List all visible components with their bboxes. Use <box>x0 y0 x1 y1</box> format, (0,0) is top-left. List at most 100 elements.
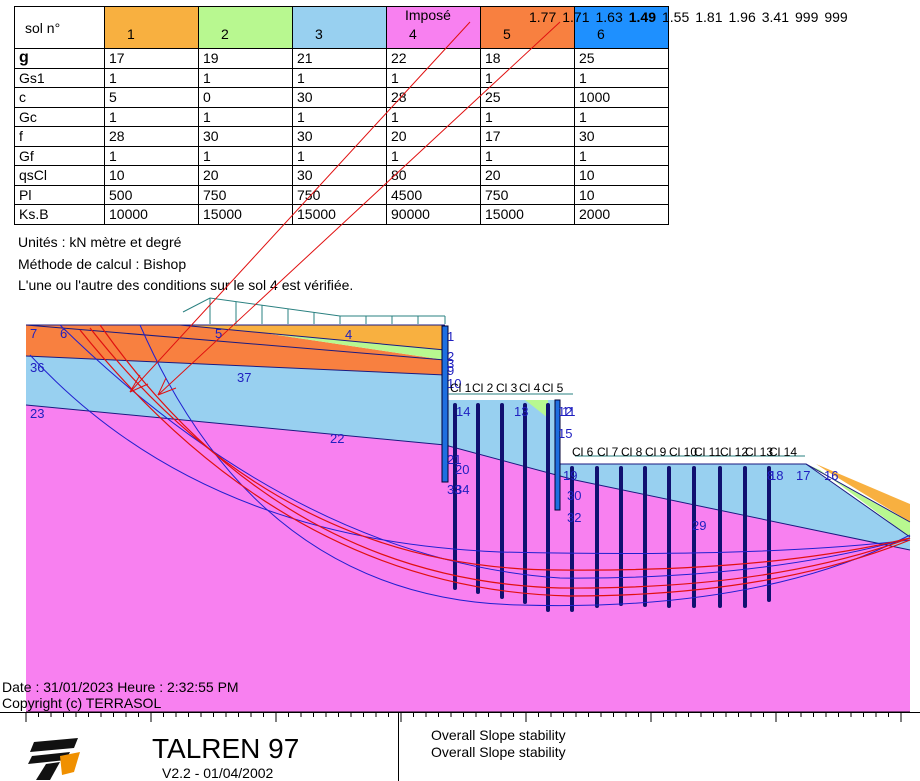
table-cell: 30 <box>292 87 387 108</box>
point-label: 21 <box>447 452 461 467</box>
safety-factor: 1.96 <box>728 9 756 25</box>
point-label: 1 <box>447 329 454 344</box>
point-label: 18 <box>769 468 783 483</box>
critical-safety-factor: 1.49 <box>628 9 656 25</box>
soil-layer-5 <box>26 325 445 375</box>
point-label: 19 <box>563 468 577 483</box>
point-label: 6 <box>60 326 67 341</box>
table-cell: 10000 <box>104 204 199 225</box>
row-label: Ks.B <box>14 204 105 225</box>
table-cell: 19 <box>198 48 293 69</box>
safety-factor: 1.63 <box>595 9 623 25</box>
nail-label: Cl 5 <box>542 381 564 395</box>
soil-header-5: 5 <box>480 6 575 49</box>
soil-header-3: 3 <box>292 6 387 49</box>
run-date: Date : 31/01/2023 Heure : 2:32:55 PM <box>2 679 239 695</box>
nail-label: Cl 13 <box>745 445 773 459</box>
point-label: 5 <box>215 326 222 341</box>
point-label: 9 <box>447 363 454 378</box>
nail-label: Cl 9 <box>645 445 667 459</box>
nail-label: Cl 7 <box>597 445 619 459</box>
point-label: 12 <box>558 404 572 419</box>
point-label: 22 <box>330 431 344 446</box>
point-label: 20 <box>455 462 469 477</box>
nail-label: Cl 6 <box>572 445 594 459</box>
header-label: sol n° <box>25 19 61 36</box>
soil-header-6: 6 <box>574 6 669 49</box>
slip-surfaces <box>29 324 911 607</box>
point-label: 14 <box>456 404 470 419</box>
point-label: 32 <box>567 510 581 525</box>
nail-label: Cl 14 <box>769 445 797 459</box>
slip-circle-red-3 <box>79 329 911 597</box>
soil-layer-3 <box>26 356 910 550</box>
slip-circle-blue-3 <box>29 354 911 554</box>
table-cell: 30 <box>292 165 387 186</box>
imposed-tag: Imposé <box>405 7 451 23</box>
point-label: 17 <box>796 468 810 483</box>
table-header-row: sol n° 1 2 3 Imposé 4 5 6 <box>14 6 669 49</box>
footer-bar: TALREN 97 V2.2 - 01/04/2002 Overall Slop… <box>0 712 920 781</box>
copyright: Copyright (c) TERRASOL <box>2 695 162 711</box>
slip-circle-blue-1 <box>139 324 911 607</box>
header-label-cell: sol n° <box>14 6 105 49</box>
safety-factor: 1.71 <box>562 9 590 25</box>
table-cell: 90000 <box>386 204 481 225</box>
row-label: Gc <box>14 106 105 127</box>
terrasol-logo <box>28 738 80 780</box>
soil-layer-1-right <box>816 464 910 522</box>
layer-boundaries <box>25 324 911 551</box>
surcharge-loads <box>182 297 805 457</box>
soil-header-1: 1 <box>104 6 199 49</box>
table-cell: 17 <box>104 48 199 69</box>
lower-wall <box>554 399 561 511</box>
soil-header-4: Imposé 4 <box>386 6 481 49</box>
nail-label: Cl 8 <box>621 445 643 459</box>
point-label: 4 <box>345 327 352 342</box>
app-title: TALREN 97 <box>152 733 300 764</box>
upper-wall <box>441 325 449 483</box>
table-cell: 15000 <box>480 204 575 225</box>
project-title-2: Overall Slope stability <box>431 744 566 760</box>
nail-label: Cl 10 <box>669 445 697 459</box>
point-label: 10 <box>447 376 461 391</box>
safety-factor: 1.55 <box>662 9 690 25</box>
point-label: 3 <box>447 356 454 371</box>
method-note: Méthode de calcul : Bishop <box>18 256 187 272</box>
nail-label: Cl 3 <box>496 381 518 395</box>
app-version: V2.2 - 01/04/2002 <box>162 765 274 781</box>
point-label: 11 <box>562 404 576 419</box>
point-label: 13 <box>514 404 528 419</box>
project-title-1: Overall Slope stability <box>431 727 566 743</box>
slip-circle-blue-2 <box>59 324 911 579</box>
point-label: 34 <box>455 482 469 497</box>
rotation-center-lines <box>129 21 561 396</box>
slip-circle-red-2 <box>89 327 911 571</box>
table-cell: 15000 <box>198 204 293 225</box>
safety-factor: 999 <box>824 9 848 25</box>
point-label: 29 <box>692 518 706 533</box>
soil-layer-2-bench <box>525 400 548 418</box>
units-note: Unités : kN mètre et degré <box>18 234 182 250</box>
safety-factor: 1.77 <box>529 9 557 25</box>
nail-label: Cl 11 <box>694 445 721 459</box>
table-cell: 2000 <box>574 204 669 225</box>
point-labels: 1234567891011121314151617181920212223293… <box>30 326 838 533</box>
safety-factor: 1.81 <box>695 9 723 25</box>
point-label: 2 <box>447 349 454 364</box>
footer-divider <box>398 713 399 781</box>
safety-factor: 3.41 <box>761 9 789 25</box>
point-label: 36 <box>30 360 44 375</box>
table-cell: 80 <box>386 165 481 186</box>
soil-layer-4 <box>26 405 910 712</box>
